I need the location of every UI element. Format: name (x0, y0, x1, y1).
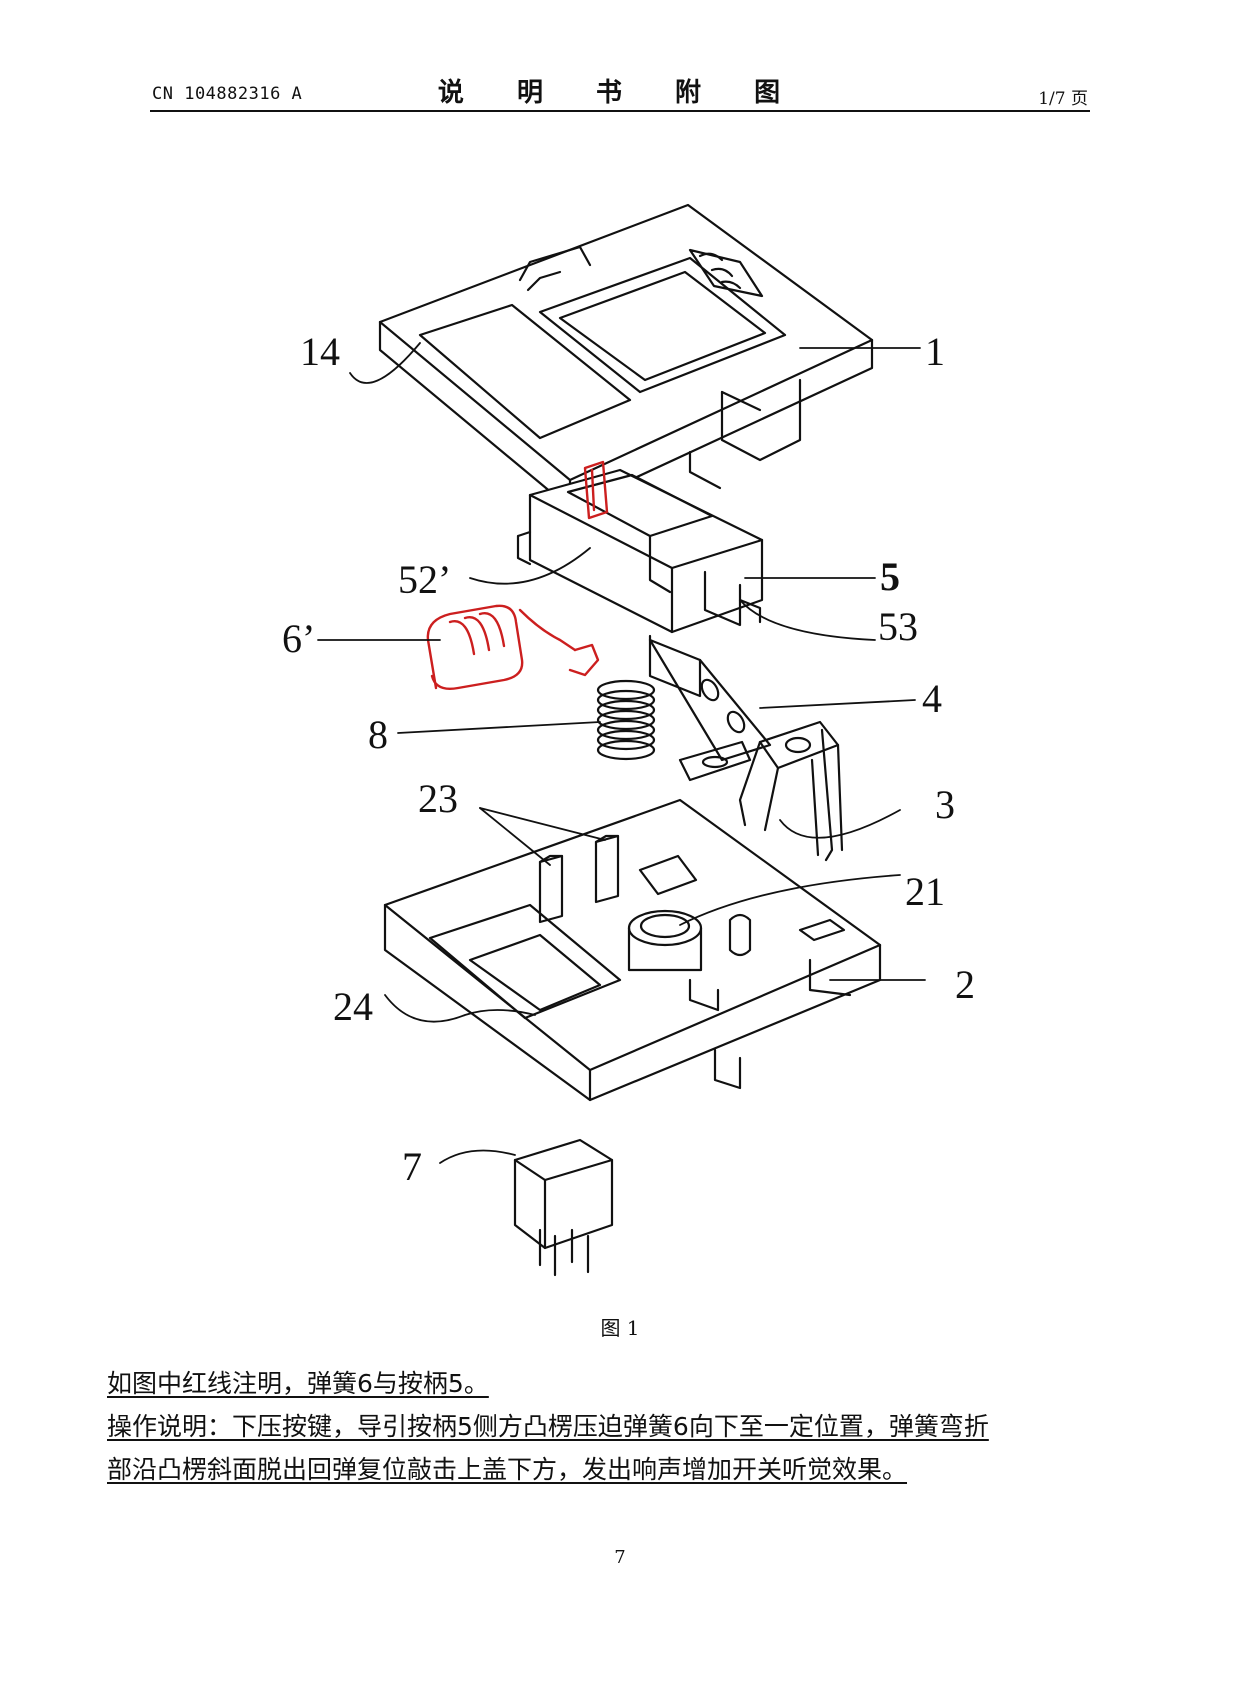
top-cover-part-1 (378, 203, 874, 510)
base-part-2 (383, 798, 882, 1102)
label-5: 5 (880, 554, 900, 599)
figure-caption: 图 1 (600, 1316, 640, 1340)
page-number: 7 (614, 1547, 626, 1568)
label-52-prime: 52’ (398, 557, 451, 602)
leader-lines (317, 342, 926, 1164)
publication-number: CN 104882316 A (152, 84, 303, 104)
note-line-2: 操作说明：下压按键，导引按柄5侧方凸楞压迫弹簧6向下至一定位置，弹簧弯折 (107, 1412, 989, 1441)
component-part-7 (513, 1138, 614, 1277)
note-line-1: 如图中红线注明，弹簧6与按柄5。 (107, 1369, 489, 1398)
operation-notes: 如图中红线注明，弹簧6与按柄5。 操作说明：下压按键，导引按柄5侧方凸楞压迫弹簧… (107, 1362, 1137, 1491)
header-title: 说 明 书 附 图 (437, 78, 803, 108)
label-4: 4 (922, 676, 942, 721)
label-23: 23 (418, 776, 458, 821)
label-24: 24 (333, 984, 373, 1029)
label-1: 1 (925, 329, 945, 374)
coil-spring-8 (596, 679, 656, 761)
label-53: 53 (878, 604, 918, 649)
terminal-part-3 (678, 720, 844, 862)
patent-drawing: 14 1 52’ 5 6’ 53 4 8 23 3 21 2 24 7 (282, 203, 975, 1277)
note-line-3: 部沿凸楞斜面脱出回弹复位敲击上盖下方，发出响声增加开关听觉效果。 (107, 1455, 908, 1484)
label-7: 7 (402, 1144, 422, 1189)
label-6-prime: 6’ (282, 616, 315, 661)
label-3: 3 (935, 782, 955, 827)
page-header: CN 104882316 A 说 明 书 附 图 1/7 页 (150, 72, 1090, 112)
label-8: 8 (368, 712, 388, 757)
torsion-spring-6 (426, 460, 609, 690)
strip-part-4 (648, 638, 772, 762)
page-of-total: 1/7 页 (1038, 89, 1088, 109)
handle-part-5 (516, 468, 764, 698)
label-2: 2 (955, 962, 975, 1007)
label-21: 21 (905, 869, 945, 914)
label-14: 14 (300, 329, 340, 374)
